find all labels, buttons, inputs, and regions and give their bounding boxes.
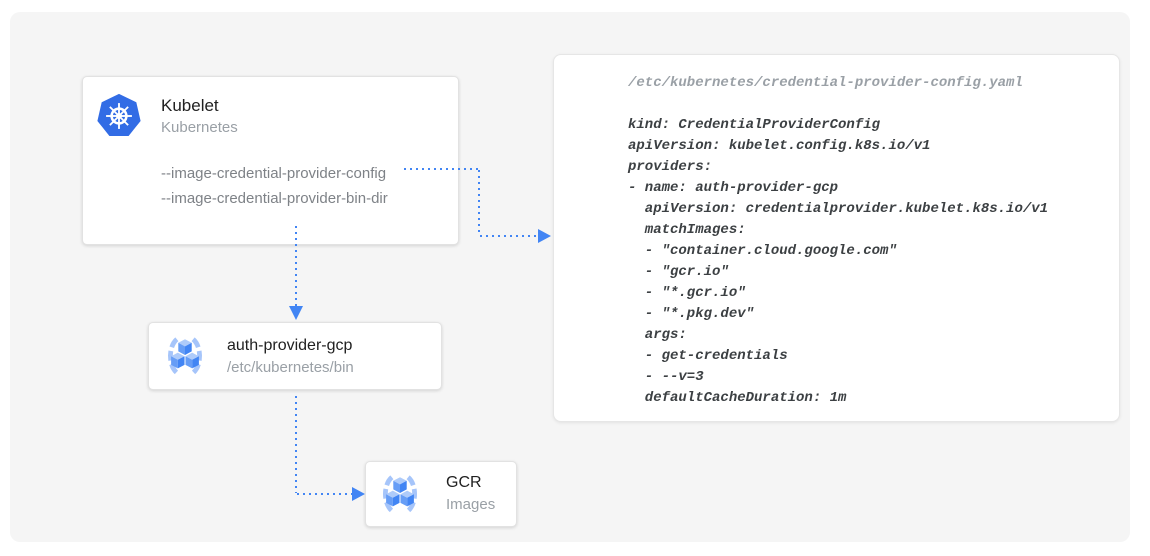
edge-flag-to-config-arrowhead-icon (538, 229, 551, 243)
gcr-title: GCR (446, 474, 482, 491)
kubelet-subtitle: Kubernetes (161, 119, 238, 136)
edge-auth-to-gcr-segment (297, 493, 352, 495)
auth-provider-gcp-node: auth-provider-gcp /etc/kubernetes/bin (148, 322, 442, 390)
flag-image-credential-provider-bin-dir: --image-credential-provider-bin-dir (161, 190, 388, 207)
gcr-node: GCR Images (365, 461, 517, 527)
diagram-canvas: Kubelet Kubernetes --image-credential-pr… (10, 12, 1130, 542)
edge-flag-to-config-segment (404, 168, 480, 170)
edge-auth-to-gcr-arrowhead-icon (352, 487, 365, 501)
kubelet-title: Kubelet (161, 96, 219, 115)
gcr-icon (162, 333, 208, 384)
edge-kubelet-to-auth-arrowhead-icon (289, 306, 303, 320)
kubelet-flags: --image-credential-provider-config --ima… (161, 161, 388, 211)
edge-flag-to-config-segment (478, 170, 480, 236)
config-filename: /etc/kubernetes/credential-provider-conf… (628, 75, 1023, 91)
edge-kubelet-to-auth-segment (295, 226, 297, 306)
gcr-icon (377, 471, 423, 522)
kubernetes-icon (95, 92, 143, 145)
auth-provider-gcp-title: auth-provider-gcp (227, 337, 353, 354)
edge-flag-to-config-segment (480, 235, 538, 237)
config-yaml: kind: CredentialProviderConfig apiVersio… (628, 117, 1049, 406)
auth-provider-gcp-path: /etc/kubernetes/bin (227, 359, 354, 376)
edge-auth-to-gcr-segment (295, 396, 297, 493)
flag-image-credential-provider-config: --image-credential-provider-config (161, 165, 387, 182)
gcr-subtitle: Images (446, 496, 496, 513)
kubelet-node: Kubelet Kubernetes --image-credential-pr… (82, 76, 459, 245)
credential-provider-config-panel: /etc/kubernetes/credential-provider-conf… (553, 54, 1120, 422)
